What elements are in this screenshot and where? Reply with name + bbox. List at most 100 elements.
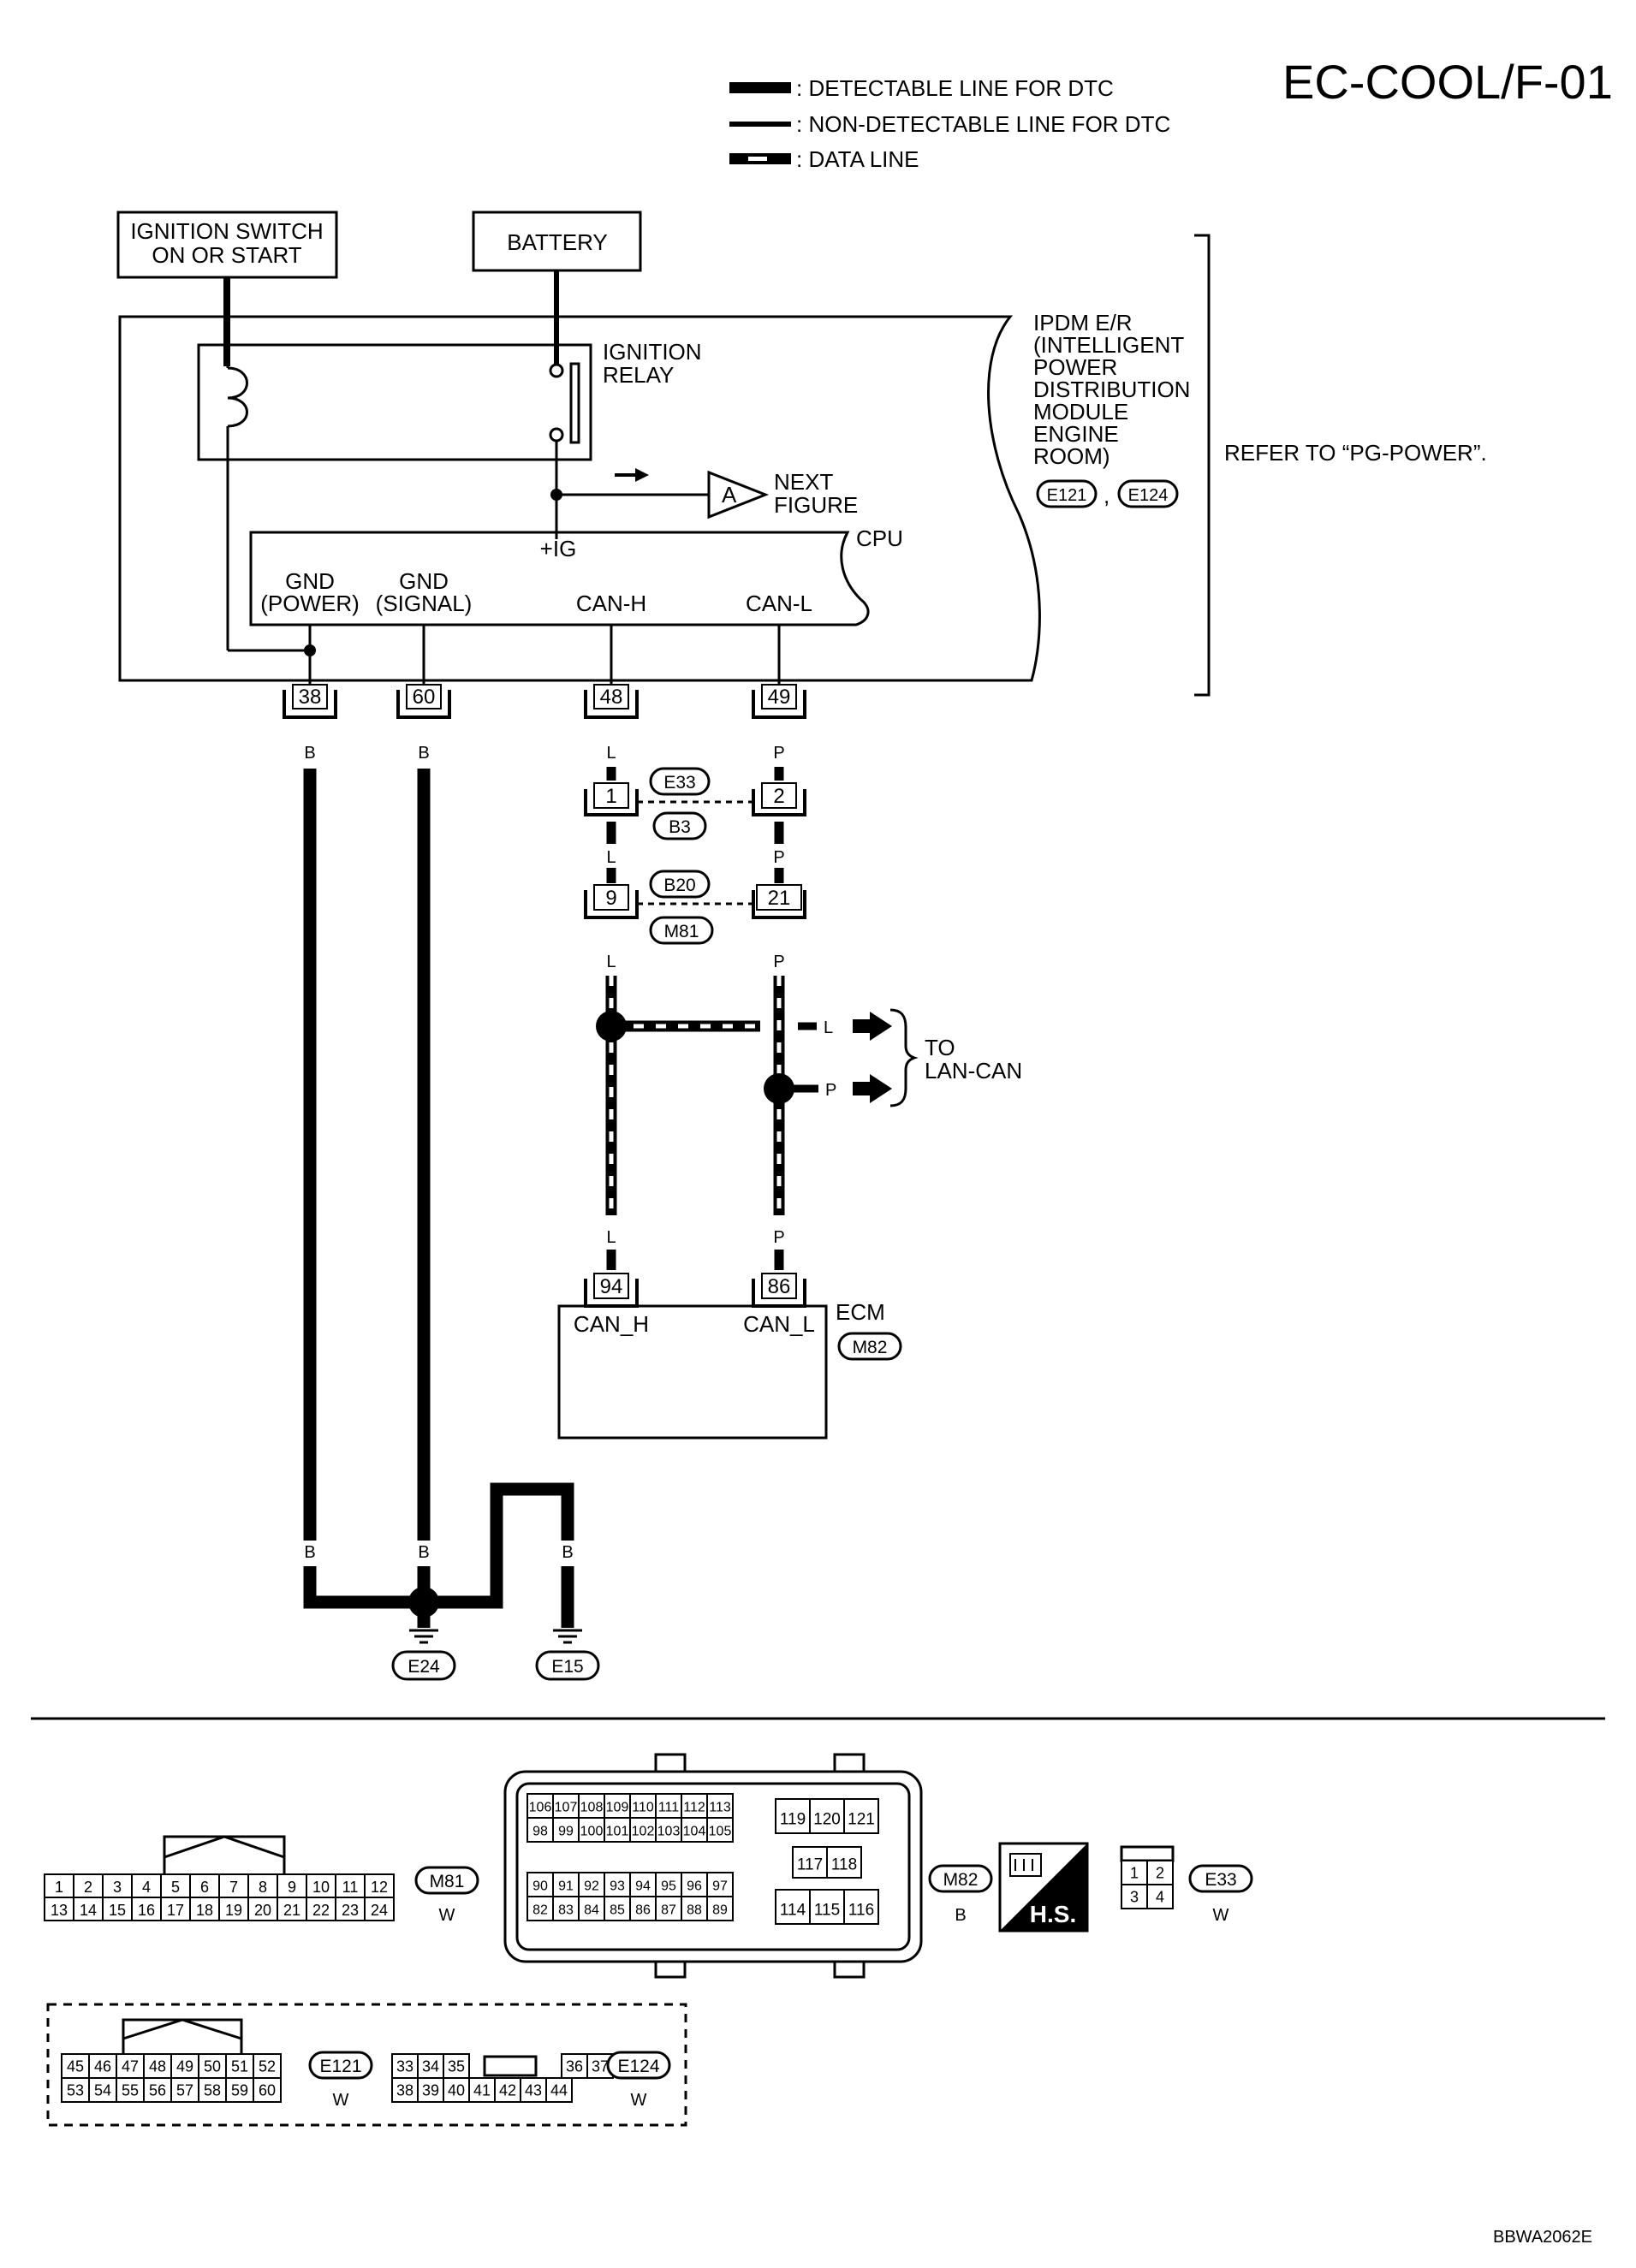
cpu-ig-label: +IG (540, 536, 577, 561)
connector-pin-number: 99 (558, 1825, 574, 1839)
joint-connector-1: 1 2 E33 B3 (584, 767, 806, 840)
connector-pin-number: 85 (610, 1903, 625, 1918)
connector-pin-number: 111 (658, 1801, 679, 1815)
connector-pin-number: 106 (529, 1801, 552, 1815)
connector-pin-number: 3 (1130, 1889, 1139, 1906)
connector-pin-number: 53 (67, 2082, 84, 2099)
connector-pin-number: 2 (1156, 1865, 1164, 1882)
cpu-label: CPU (856, 525, 903, 551)
svg-text:1: 1 (605, 785, 616, 808)
connector-pin-number: 22 (312, 1902, 330, 1919)
harness-symbol-hs-icon: H.S. (998, 1842, 1089, 1933)
next-figure-triangle (707, 470, 770, 520)
next-figure-label-2: FIGURE (774, 492, 858, 518)
svg-text:W: W (439, 1906, 455, 1925)
connector-pin-number: 118 (831, 1856, 857, 1874)
svg-text:E121: E121 (1047, 486, 1087, 505)
svg-text:21: 21 (768, 887, 791, 910)
legend: : DETECTABLE LINE FOR DTC : NON-DETECTAB… (729, 75, 1170, 172)
connector-pin-number: 4 (1156, 1889, 1164, 1906)
ground-connector-e15: E15 (535, 1650, 600, 1681)
wire-color-p: P (773, 1228, 784, 1247)
svg-text:60: 60 (413, 686, 436, 709)
connector-pin-number: 54 (94, 2082, 111, 2099)
connector-cell (655, 1872, 682, 1897)
svg-text:W: W (631, 2091, 647, 2110)
connector-cell (520, 2077, 547, 2103)
connector-cell (44, 1897, 74, 1921)
connector-cell (578, 1793, 605, 1819)
svg-text:POWER: POWER (1033, 354, 1117, 380)
connector-pin-number: 4 (142, 1879, 151, 1896)
wire-color-b: B (304, 1543, 315, 1562)
wire-color-b: B (418, 1543, 429, 1562)
ipdm-label: IPDM E/R (INTELLIGENT POWER DISTRIBUTION… (1033, 310, 1190, 469)
wire-color-b: B (304, 744, 315, 763)
connector-pin-number: 104 (683, 1825, 706, 1839)
svg-text:E124: E124 (1128, 486, 1169, 505)
wire-color-l: L (606, 848, 616, 867)
cpu-gnd-signal-label-1: GND (399, 568, 449, 594)
connector-pin-number: 119 (780, 1811, 806, 1829)
connector-pin-number: 1 (55, 1879, 63, 1896)
connector-pin-number: 83 (558, 1903, 574, 1918)
connector-pin-number: 36 (566, 2058, 583, 2075)
cpu-can-h-label: CAN-H (576, 591, 646, 616)
connector-pin-number: 6 (200, 1879, 209, 1896)
splice-dot-can-l (764, 1073, 794, 1104)
connector-pin-number: 55 (122, 2082, 139, 2099)
pin-gnd-signal: 60 (396, 684, 451, 719)
connector-pin-number: 52 (259, 2058, 276, 2075)
relay-contact-bottom (549, 427, 564, 442)
svg-text:ROOM): ROOM) (1033, 443, 1110, 469)
svg-text:ENGINE: ENGINE (1033, 421, 1119, 447)
ipdm-connectors-frame (46, 2003, 687, 2127)
connector-pin-number: 117 (797, 1856, 823, 1874)
arrow-right-icon (853, 1074, 892, 1103)
connector-pin-number: 37 (592, 2058, 609, 2075)
connector-pin-number: 116 (848, 1902, 874, 1920)
connector-pin-number: 57 (176, 2082, 193, 2099)
ignition-relay-label-1: IGNITION (603, 339, 702, 365)
connector-pin-number: 20 (254, 1902, 271, 1919)
ground-icon (553, 1629, 582, 1644)
connector-pin-number: 86 (635, 1903, 651, 1918)
connector-pin-number: 82 (532, 1903, 548, 1918)
connector-cell (225, 2077, 254, 2103)
svg-text:B3: B3 (669, 817, 691, 837)
connector-cell (681, 1817, 708, 1843)
svg-text:B: B (955, 1906, 966, 1925)
svg-text:E121: E121 (319, 2057, 361, 2076)
svg-text:9: 9 (605, 887, 616, 910)
connector-pin-number: 97 (712, 1879, 728, 1894)
next-figure-connector-label: A (722, 482, 737, 508)
relay-coil-icon (227, 366, 248, 428)
wire-color-l: L (824, 1018, 833, 1037)
cpu-box-outline (249, 531, 870, 626)
svg-text:W: W (1213, 1906, 1229, 1925)
svg-text:M82: M82 (943, 1870, 979, 1890)
connector-pin-number: 12 (371, 1879, 388, 1896)
connector-cell (578, 1896, 605, 1921)
cpu-can-l-label: CAN-L (746, 591, 812, 616)
connector-pin-number: 43 (525, 2082, 542, 2099)
legend-detectable-swatch (729, 82, 791, 93)
svg-text:CAN_H: CAN_H (574, 1311, 649, 1337)
connector-pin-number: 44 (550, 2082, 568, 2099)
connector-pin-number: 113 (709, 1801, 731, 1815)
connector-pin-number: 1 (1130, 1865, 1139, 1882)
connector-cell (73, 1897, 104, 1921)
connector-cell (843, 1798, 879, 1834)
lan-can-brace (889, 1008, 919, 1107)
svg-text:(INTELLIGENT: (INTELLIGENT (1033, 332, 1184, 358)
connector-cell (775, 1798, 811, 1834)
connector-pin-number: 93 (610, 1879, 625, 1894)
svg-text:H.S.: H.S. (1030, 1901, 1076, 1927)
connector-pin-number: 35 (448, 2058, 465, 2075)
joint-connector-2: 9 21 B20 M81 (584, 870, 806, 945)
